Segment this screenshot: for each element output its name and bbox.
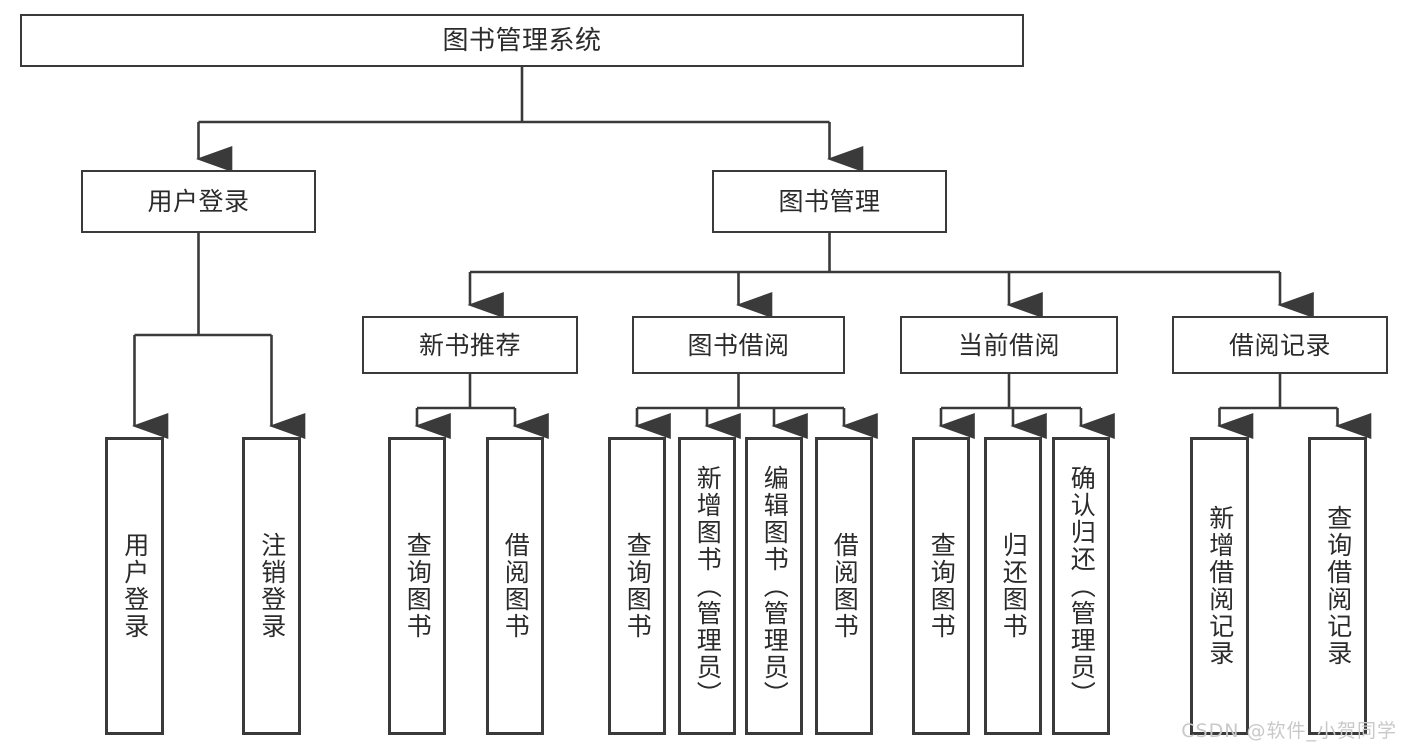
node-leaf-0-label: 用户登录 <box>120 532 150 640</box>
node-tier2-1[interactable]: 图书管理 <box>712 170 947 233</box>
node-tier2-0-label: 用户登录 <box>147 187 250 216</box>
node-leaf-3[interactable]: 借阅图书 <box>486 437 544 735</box>
node-leaf-0[interactable]: 用户登录 <box>105 437 164 735</box>
node-leaf-7[interactable]: 借阅图书 <box>815 437 873 735</box>
node-leaf-8-label: 查询图书 <box>927 532 957 640</box>
node-tier3-3-label: 借阅记录 <box>1228 330 1331 360</box>
node-tier3-1[interactable]: 图书借阅 <box>632 316 845 374</box>
node-root[interactable]: 图书管理系统 <box>20 14 1024 67</box>
node-tier3-2[interactable]: 当前借阅 <box>900 316 1118 374</box>
node-leaf-10-label: 确认归还（管理员） <box>1067 464 1097 708</box>
node-leaf-4[interactable]: 查询图书 <box>608 437 666 735</box>
node-leaf-12-label: 查询借阅记录 <box>1323 505 1353 667</box>
node-leaf-9[interactable]: 归还图书 <box>984 437 1042 735</box>
node-tier3-1-label: 图书借阅 <box>687 330 790 360</box>
node-leaf-5[interactable]: 新增图书（管理员） <box>678 437 736 735</box>
node-tier2-1-label: 图书管理 <box>778 187 881 216</box>
node-leaf-9-label: 归还图书 <box>999 532 1029 640</box>
node-tier3-3[interactable]: 借阅记录 <box>1172 316 1388 374</box>
node-tier3-2-label: 当前借阅 <box>957 330 1060 360</box>
node-tier3-0[interactable]: 新书推荐 <box>362 316 578 374</box>
node-leaf-12[interactable]: 查询借阅记录 <box>1308 437 1367 735</box>
node-tier3-0-label: 新书推荐 <box>418 330 521 360</box>
node-leaf-1[interactable]: 注销登录 <box>242 437 301 735</box>
node-leaf-8[interactable]: 查询图书 <box>912 437 970 735</box>
watermark: CSDN @软件_小贺同学 <box>1181 720 1397 742</box>
node-leaf-2-label: 查询图书 <box>403 532 433 640</box>
node-leaf-1-label: 注销登录 <box>257 532 287 640</box>
node-leaf-3-label: 借阅图书 <box>501 532 531 640</box>
node-leaf-7-label: 借阅图书 <box>830 532 860 640</box>
node-leaf-4-label: 查询图书 <box>623 532 653 640</box>
node-leaf-2[interactable]: 查询图书 <box>388 437 446 735</box>
node-tier2-0[interactable]: 用户登录 <box>81 170 316 233</box>
node-leaf-6-label: 编辑图书（管理员） <box>760 464 790 708</box>
node-leaf-5-label: 新增图书（管理员） <box>693 464 723 708</box>
node-root-label: 图书管理系统 <box>442 25 602 56</box>
node-leaf-10[interactable]: 确认归还（管理员） <box>1052 437 1110 735</box>
node-leaf-11[interactable]: 新增借阅记录 <box>1190 437 1249 735</box>
node-leaf-6[interactable]: 编辑图书（管理员） <box>745 437 803 735</box>
node-leaf-11-label: 新增借阅记录 <box>1205 505 1235 667</box>
